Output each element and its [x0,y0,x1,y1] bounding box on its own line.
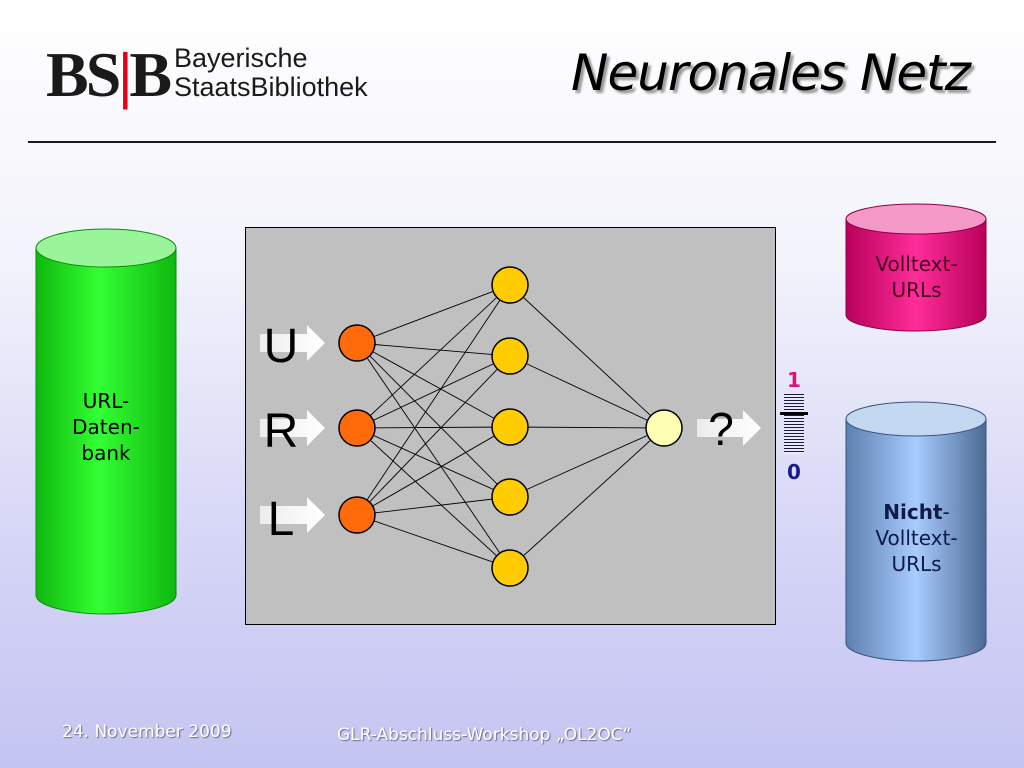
logo-line-2: StaatsBibliothek [174,72,368,102]
edge-hidden-0-output-0 [509,284,665,429]
footer-date: 24. November 2009 [62,722,232,742]
url-database-cylinder: URL- Daten- bank [35,228,177,616]
fulltext-urls-label: Volltext- URLs [845,251,988,303]
url-database-line-2: Daten- [72,415,140,439]
logo-mark: BS|B [46,39,172,110]
input-letter-r: R [264,405,299,458]
edge-input-1-hidden-4 [356,427,511,569]
url-database-label: URL- Daten- bank [35,388,177,466]
edge-input-2-hidden-2 [356,426,511,516]
scale-bars [784,394,804,454]
neural-network-panel: U R L ? [245,227,776,625]
non-fulltext-urls-cylinder: Nicht- Volltext- URLs [845,401,988,663]
non-fulltext-urls-label: Nicht- Volltext- URLs [845,499,988,577]
edge-input-1-hidden-1 [356,355,511,429]
input-arrow-r [260,410,325,446]
network-connections [356,284,665,569]
hidden-node-0 [491,266,529,304]
non-fulltext-urls-shape [845,401,987,662]
logo-line-1: Bayerische [174,43,308,73]
nicht-label: Nicht [883,500,943,524]
input-node-0 [338,324,376,362]
non-fulltext-urls-line-2: Volltext- [875,526,958,550]
url-database-shape [35,228,177,615]
logo-text: Bayerische StaatsBibliothek [174,44,368,102]
input-arrow-l [260,497,325,533]
output-scale: 1 0 [780,368,808,488]
input-letter-l: L [268,493,295,546]
edge-input-1-hidden-0 [356,284,511,429]
fulltext-urls-line-2: URLs [891,278,942,302]
footer-event: GLR-Abschluss-Workshop „OL2OC“ [337,725,632,745]
title-divider [28,141,996,143]
hidden-node-1 [491,337,529,375]
non-fulltext-urls-line-1: Nicht- [845,499,988,525]
bsb-logo: BS|B Bayerische StaatsBibliothek [46,39,406,110]
input-letter-u: U [264,320,299,373]
hidden-node-2 [491,408,529,446]
output-arrow [697,410,761,446]
edge-input-0-hidden-2 [356,342,511,428]
fulltext-urls-line-1: Volltext- [875,252,958,276]
input-node-2 [338,496,376,534]
output-node-0 [645,409,683,447]
edge-input-2-hidden-3 [356,496,511,516]
network-nodes [338,266,683,587]
edge-input-1-hidden-2 [356,426,511,429]
scale-bottom-label: 0 [787,460,801,484]
edge-input-0-hidden-4 [356,342,511,569]
edge-hidden-4-output-0 [509,427,665,569]
edge-input-2-hidden-1 [356,355,511,516]
scale-top-label: 1 [787,368,801,392]
edge-hidden-2-output-0 [509,426,665,429]
url-database-line-3: bank [81,441,131,465]
hidden-node-3 [491,478,529,516]
fulltext-urls-shape [845,203,987,332]
edge-input-0-hidden-1 [356,342,511,357]
slide-title: Neuronales Netz [571,44,971,102]
input-arrow-u [260,325,325,361]
fulltext-urls-cylinder: Volltext- URLs [845,203,988,333]
edge-input-1-hidden-3 [356,427,511,498]
url-database-line-1: URL- [82,389,130,413]
edge-input-2-hidden-4 [356,514,511,569]
scale-marker [780,412,808,415]
edge-input-0-hidden-3 [356,342,511,498]
non-fulltext-urls-line-3: URLs [891,552,942,576]
edge-hidden-1-output-0 [509,355,665,429]
edge-hidden-3-output-0 [509,427,665,498]
hidden-node-4 [491,549,529,587]
edge-input-0-hidden-0 [356,284,511,344]
input-node-1 [338,409,376,447]
nicht-suffix: - [942,500,950,524]
output-question-mark: ? [708,403,734,455]
edge-input-2-hidden-0 [356,284,511,516]
